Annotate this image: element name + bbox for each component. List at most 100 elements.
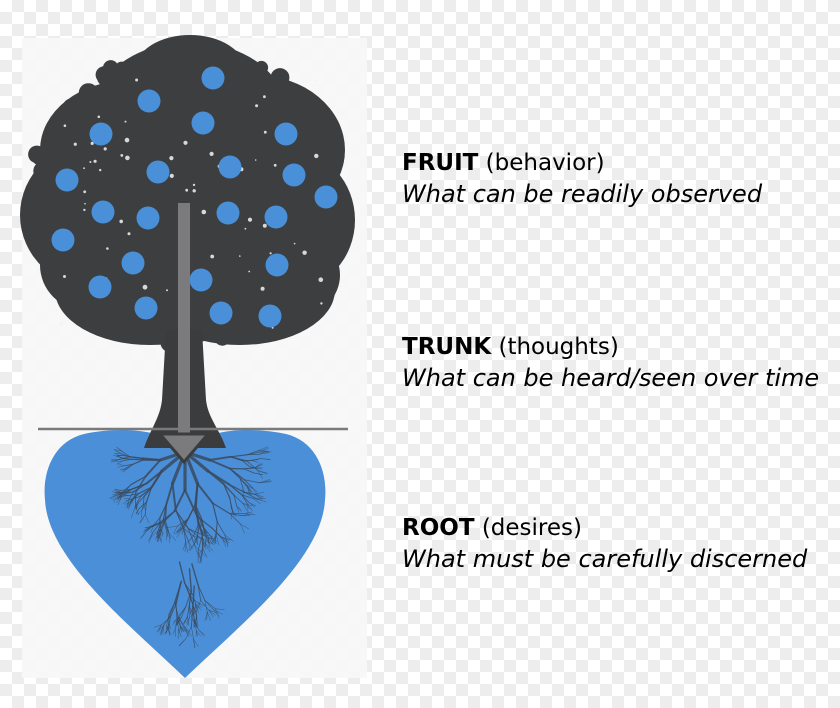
root-strand [187,606,190,617]
root-strand [138,496,145,503]
root-strand [215,521,218,537]
root-strand [123,497,133,500]
root-strand [125,502,133,508]
canopy-gap [63,275,66,278]
root-strand [258,450,268,452]
canopy-gap [254,159,257,161]
root-strand [233,494,244,504]
root-strand [116,460,123,465]
canopy-gap [169,173,174,178]
root-strand [181,526,186,535]
canopy-gap [315,79,318,82]
root-strand [189,605,195,619]
root-strand [202,526,209,538]
canopy-gap [185,188,189,192]
root-strand [208,537,210,545]
leaf-cluster [65,271,73,278]
root-strand [192,585,195,609]
root-strand [154,624,162,628]
root-strand [259,447,269,453]
root-strand [183,626,190,632]
root-strand [181,526,186,533]
root-strand [200,537,207,550]
fruit-dot [191,111,215,135]
root-strand [243,467,256,470]
root-strand [195,604,199,613]
canopy-gap [273,163,277,167]
fruit-dot [258,304,282,328]
fruit-dot [209,301,233,325]
root-strand [258,452,270,455]
root-strand [239,477,244,488]
root-strand [187,528,196,546]
leaf-cluster [214,329,231,346]
root-strand [230,509,233,520]
root-strand [222,483,231,499]
leaf-cluster [36,235,45,243]
fruit-dot [265,253,289,277]
root-strand [188,504,196,519]
root-strand [189,535,195,542]
root-strand [183,528,187,542]
root-strand [243,511,253,515]
canopy-gap [320,302,323,305]
root-strand [162,624,165,634]
root-strand [213,609,220,616]
root-strand [166,622,169,631]
root-strand [127,499,129,507]
canopy-gap [244,227,247,230]
root-strand [178,629,182,638]
canopy-gap [302,250,307,255]
root-strand [175,618,178,629]
root-strand [215,608,225,611]
canopy-gap [106,247,109,250]
fruit-dot [136,206,160,230]
canopy-gap [239,255,241,257]
leaf-cluster [31,184,48,201]
root-strand [131,491,137,503]
root-strand [127,498,133,505]
root-strand [135,475,147,493]
root-strand [258,446,269,451]
canopy-gap [142,284,148,290]
root-strand [185,541,188,553]
root-strand [165,529,169,537]
root-strand [175,628,177,637]
root-strand [117,496,123,506]
root-strand [121,450,131,458]
root-strand [243,513,256,515]
root-strand [195,608,198,616]
leaf-cluster [54,117,62,125]
canopy-gap [73,142,77,146]
leaf-cluster [316,116,333,133]
root-strand [134,502,138,510]
fruit-dot [91,200,115,224]
root-strand [193,608,198,615]
root-strand [247,486,250,496]
root-strand [229,497,233,511]
root-strand [141,501,147,511]
root-strand [160,527,164,535]
canopy-gap [255,104,259,108]
root-strand [188,590,192,607]
root-strand [197,602,202,608]
leaf-cluster [42,158,52,168]
root-strand [166,625,170,634]
canopy-gap [166,289,168,292]
root-strand [144,459,162,478]
leaf-cluster [43,222,54,234]
root-strand [172,616,179,625]
fruit-dot [189,268,213,292]
root-strand [202,526,212,537]
root-strand [199,526,205,543]
canopy-gap [247,217,253,222]
fruit-dot [55,168,79,192]
canopy-gap [103,147,107,151]
root-strand [175,616,179,627]
fruit-dot [218,155,242,179]
root-strand [130,506,136,519]
root-strand [210,535,216,544]
canopy-gap [125,155,130,161]
root-strand [193,524,199,536]
fruit-dot [264,205,288,229]
